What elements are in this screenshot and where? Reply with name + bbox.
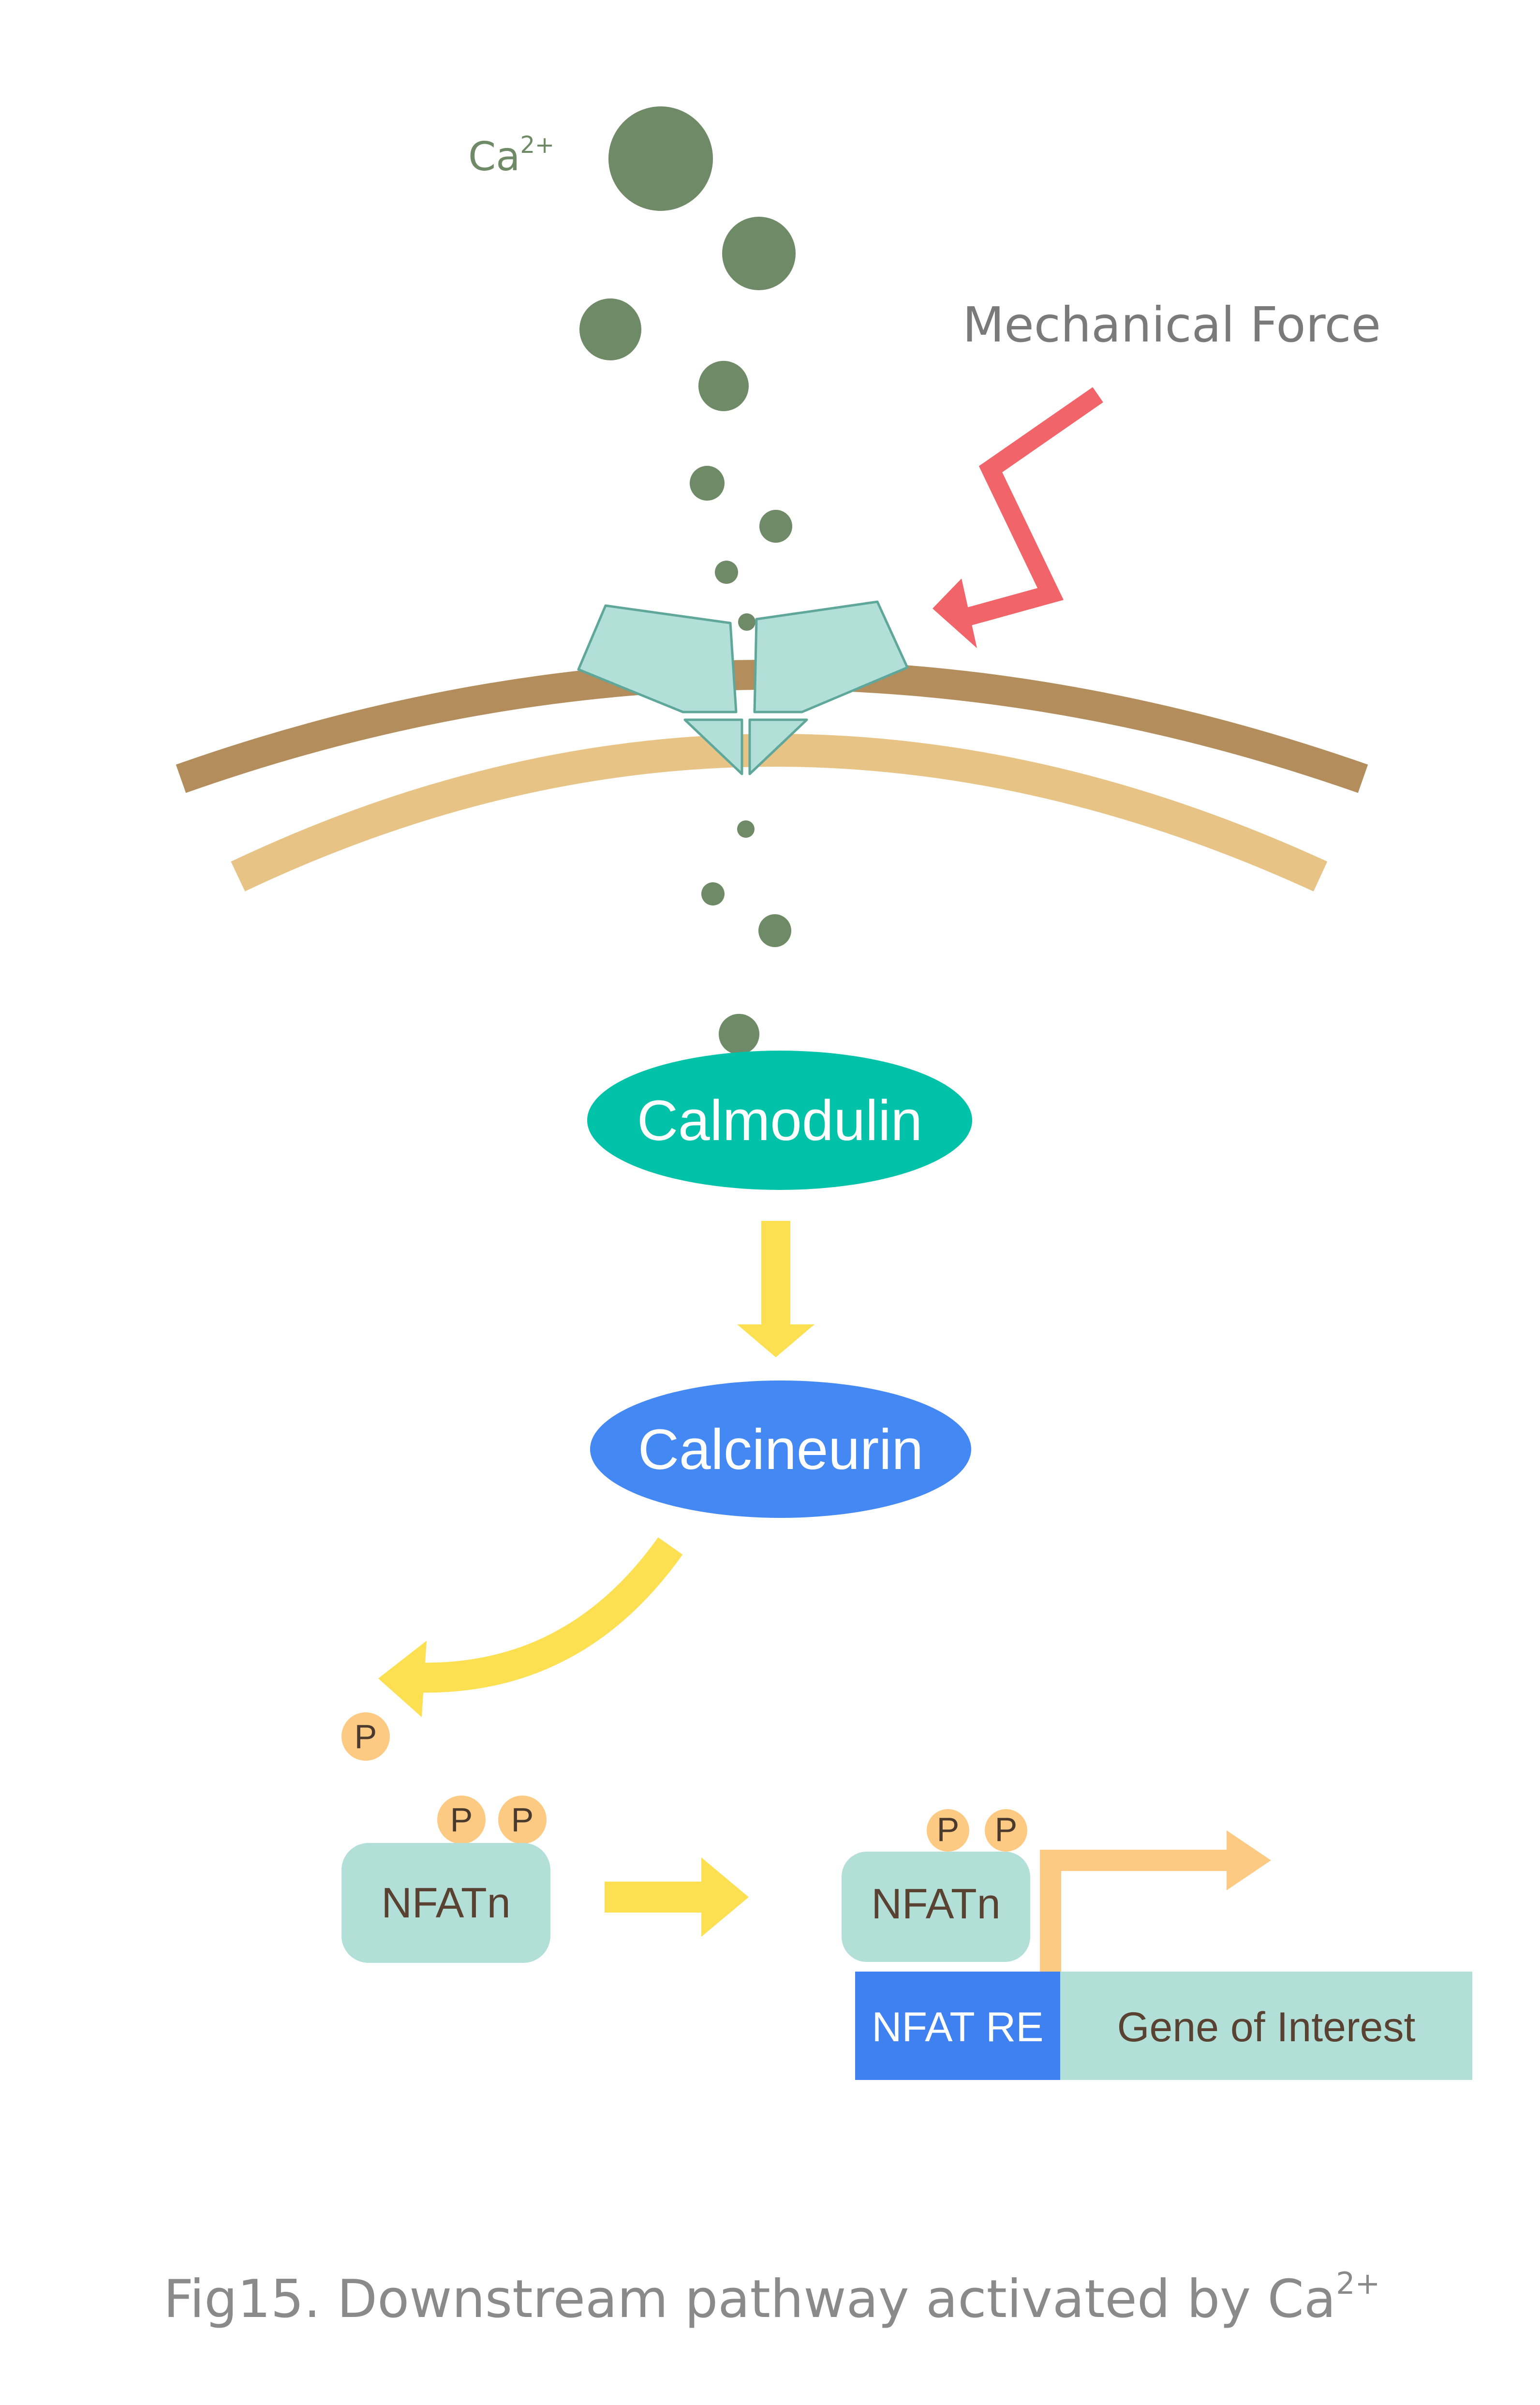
calcium-ion [715, 561, 738, 584]
calmodulin-node [587, 1051, 972, 1190]
calcium-ion [737, 820, 755, 838]
dephosphorylation-arrow [415, 1537, 683, 1693]
nfat-nuclear-phosphate-2-label: P [995, 1811, 1018, 1848]
nfat-response-element-label: NFAT RE [872, 2004, 1043, 2050]
calcium-ion [758, 914, 791, 947]
calcium-ion [579, 298, 641, 360]
mechanical-force-arrow [963, 387, 1103, 626]
cell-membrane-inner [231, 734, 1328, 891]
gene-of-interest [1060, 1972, 1472, 2080]
nfat-nuclear-phosphate-2 [985, 1809, 1027, 1852]
calcium-label-symbol: Ca [468, 134, 520, 180]
nfat-nuclear-phosphate-1-label: P [937, 1811, 960, 1848]
nfat-nuclear-label: NFATn [871, 1880, 1000, 1928]
figure-caption-text: Fig15. Downstream pathway activated by C… [163, 2269, 1336, 2330]
ion-channel-right-lower [748, 718, 808, 775]
nfat-cytoplasmic-phosphate-2-label: P [511, 1801, 534, 1839]
dephosphorylation-arrowhead [378, 1641, 427, 1717]
calmodulin-to-calcineurin-arrow [737, 1221, 814, 1357]
calcium-ion [738, 613, 755, 631]
nfat-cytoplasmic-phosphate-1 [437, 1796, 486, 1844]
calcium-ion [690, 466, 725, 501]
released-phosphate-label: P [355, 1718, 377, 1755]
nfat-cytoplasmic-label: NFATn [381, 1879, 510, 1927]
calcium-ion [698, 361, 749, 411]
transcription-arrowhead [1227, 1830, 1271, 1890]
calcium-ion [722, 217, 796, 290]
calcineurin-node [590, 1381, 971, 1518]
figure-caption: Fig15. Downstream pathway activated by C… [163, 2266, 1380, 2330]
calcium-label: Ca2+ [468, 132, 554, 180]
calcineurin-label: Calcineurin [638, 1418, 923, 1482]
released-phosphate [341, 1712, 390, 1761]
calcium-ion [759, 510, 792, 543]
figure-caption-superscript: 2+ [1336, 2266, 1380, 2301]
nfat-response-element [855, 1972, 1060, 2080]
ion-channel [577, 600, 909, 775]
transcription-arrow [1040, 1850, 1238, 1972]
calcium-ion [608, 106, 713, 211]
gene-of-interest-label: Gene of Interest [1117, 2004, 1416, 2050]
calcium-label-charge: 2+ [520, 132, 555, 159]
calcium-ions-extracellular [579, 106, 796, 631]
nfat-nuclear-phosphate-1 [927, 1809, 969, 1852]
calcium-ion [701, 882, 725, 906]
calcium-ion [719, 1014, 759, 1054]
calcium-ions-intracellular [701, 820, 791, 1054]
ion-channel-right-upper [753, 600, 909, 713]
mechanical-force-label: Mechanical Force [962, 297, 1381, 353]
translocation-arrow [605, 1857, 749, 1937]
mechanical-force-arrowhead [933, 579, 977, 648]
nfat-cytoplasmic-box [341, 1843, 550, 1963]
nfat-cytoplasmic-phosphate-1-label: P [450, 1801, 473, 1839]
ion-channel-left-lower [683, 718, 743, 775]
calmodulin-label: Calmodulin [637, 1089, 922, 1153]
nfat-cytoplasmic-phosphate-2 [498, 1796, 547, 1844]
nfat-nuclear-box [842, 1852, 1030, 1962]
ion-channel-left-upper [577, 604, 738, 713]
